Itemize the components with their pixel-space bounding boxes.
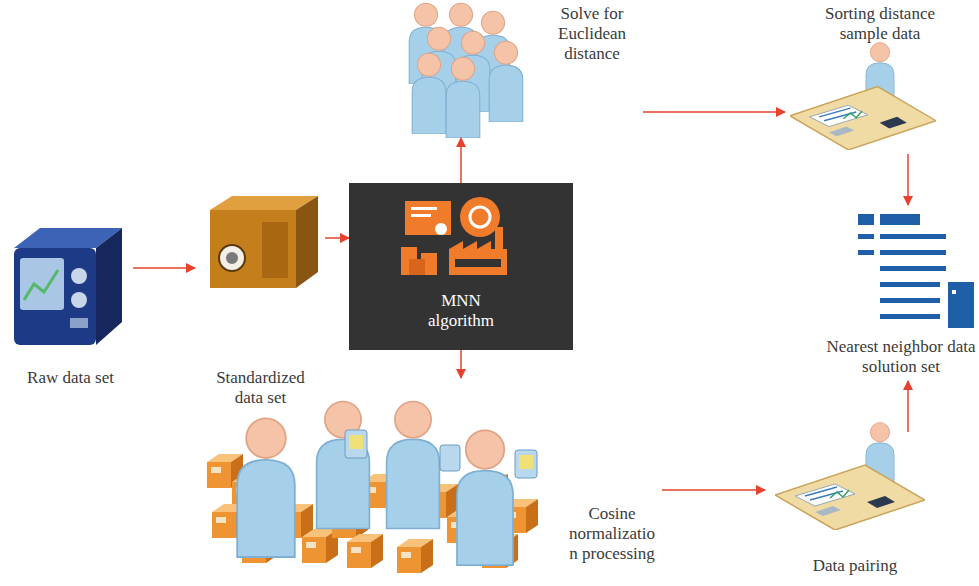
people-group-icon-part [412,53,446,134]
algorithm-icon-shape [409,259,425,275]
algorithm-box: MNN algorithm [349,183,573,350]
algorithm-icon-shape [411,207,437,210]
standardized-box-icon-part [210,210,296,288]
process-node: Cosine normalizatio n processing [200,378,662,586]
algorithm-icon-shape [460,197,500,237]
algorithm-icon-shape [411,214,431,217]
node-label: Cosine normalizatio n processing [564,504,660,564]
process-node: Sorting distance sample data [785,4,975,154]
raw-device-icon-part [96,228,122,345]
node-label: Nearest neighbor data solution set [826,337,976,377]
node-label: Data pairing [765,556,945,576]
document-icon-part [880,282,940,287]
document-icon [858,214,974,328]
document-icon-part [858,214,874,225]
algorithm-icon-shape [455,259,501,267]
raw-device-icon-part [20,258,64,310]
standardized-box-icon [210,196,318,288]
raw-device-icon-part [71,292,87,308]
document-icon-part [880,234,946,239]
document-icon-part [880,314,940,319]
process-node: Solve for Euclidean distance [398,0,643,138]
document-icon-part [948,282,974,328]
standardized-box-icon-part [219,245,245,271]
sorting-desk-icon [790,43,936,150]
algorithm-icon-shape [470,207,490,227]
flow-arrow [907,381,909,432]
flow-arrow [662,489,765,491]
sorting-desk-icon-part [790,87,936,150]
flow-arrow [643,111,785,113]
people-group-icon-part [446,57,480,138]
data-store-node: Standardized data set [195,190,325,412]
crowd-with-crates-icon-part [397,539,433,573]
crowd-with-crates-icon-part [347,534,383,568]
node-label: Raw data set [13,368,128,388]
data-source-node: Raw data set [8,220,133,400]
node-label: MNN algorithm [416,291,506,331]
flow-arrow [907,154,909,205]
crowd-with-crates-icon-part [349,435,363,449]
node-label: Standardized data set [203,368,318,408]
crowd-with-crates-icon-part [317,401,370,528]
raw-device-icon-part [14,248,96,345]
crowd-with-crates-icon-part [387,401,440,528]
result-node: Nearest neighbor data solution set [826,205,977,381]
raw-device-icon-part [24,270,58,300]
document-icon-part [880,214,920,225]
algorithm-icon-shape [495,227,503,249]
people-group-icon-part [489,41,523,122]
standardized-box-icon-part [296,196,318,288]
node-label: Solve for Euclidean distance [546,4,638,64]
crowd-with-crates-icon-part [457,430,513,565]
document-icon-part [858,250,874,255]
raw-device-icon-part [70,318,88,328]
crowd-with-crates-icon-part [440,445,460,471]
flow-arrow [325,237,349,239]
algorithm-icon-shape [405,201,451,235]
flow-arrow [460,350,462,378]
node-label: Sorting distance sample data [812,4,948,44]
document-icon-part [880,298,940,303]
crowd-with-crates-icon [207,401,538,573]
flow-arrow [133,267,195,269]
document-icon-part [952,290,956,294]
standardized-box-icon-part [226,252,238,264]
pairing-desk-icon-part [775,465,925,530]
algorithm-icon-shape [435,223,447,235]
people-group-icon [409,3,523,138]
document-icon-part [858,234,874,239]
flow-arrow [460,138,462,183]
crowd-with-crates-icon-part [237,418,295,557]
crowd-with-crates-icon-part [345,430,367,458]
raw-device-icon-part [71,268,87,284]
crowd-with-crates-icon-part [519,455,533,469]
document-icon-part [880,266,946,271]
raw-device-icon [14,228,122,345]
process-node: Data pairing [765,432,947,584]
document-icon-part [880,250,946,255]
standardized-box-icon-part [262,222,288,278]
pairing-desk-icon [775,423,925,530]
crowd-with-crates-icon-part [515,450,537,478]
